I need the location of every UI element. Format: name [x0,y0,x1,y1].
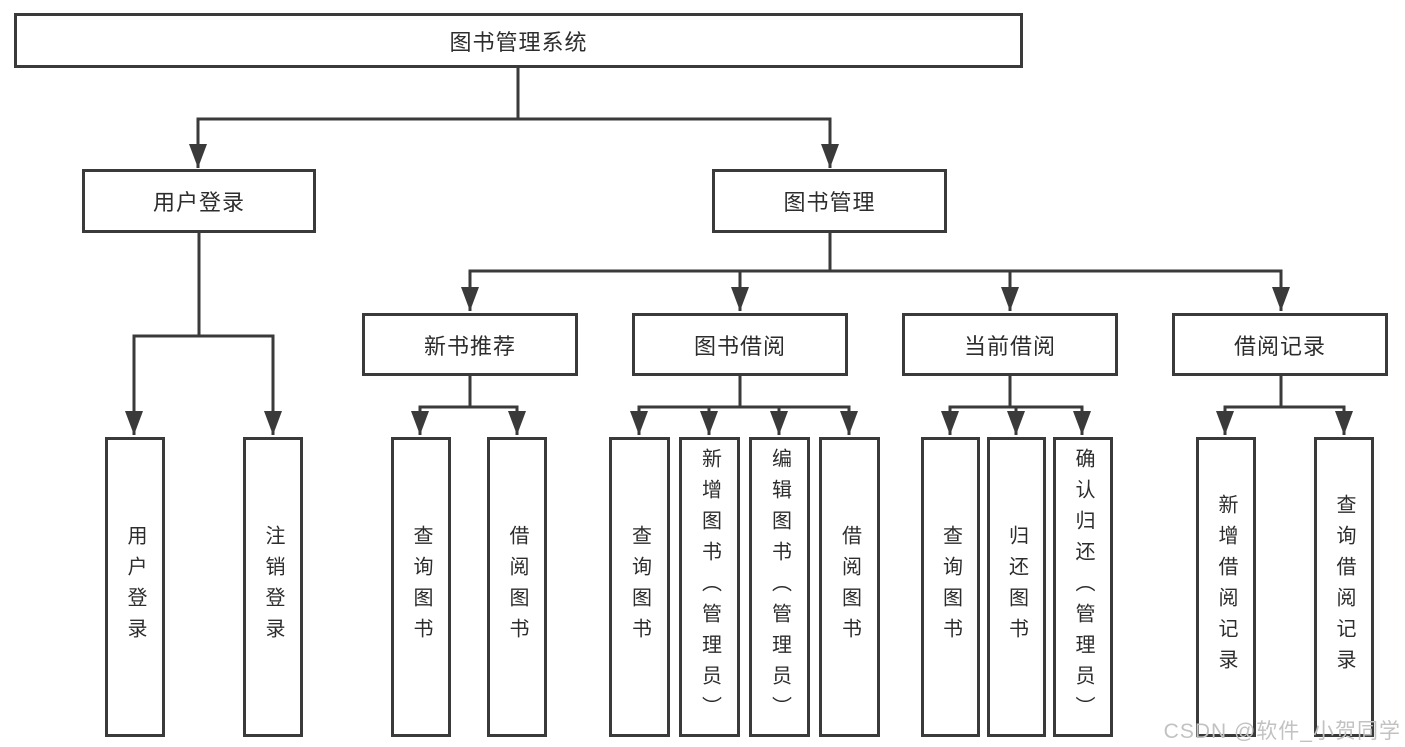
node-new-book-recommend: 新书推荐 [362,313,578,376]
node-borrowing-records: 借阅记录 [1172,313,1388,376]
node-user-login: 用户登录 [82,169,316,233]
leaf-query-borrow-record: 查询借阅记录 [1314,437,1374,737]
leaf-add-borrow-record-label: 新增借阅记录 [1215,494,1237,680]
node-library-system-root: 图书管理系统 [14,13,1023,68]
leaf-borrow-books-borrowing: 借阅图书 [819,437,880,737]
leaf-borrow-books-borrowing-label: 借阅图书 [838,525,861,649]
leaf-add-book-admin-label: 新增图书（管理员） [698,447,721,727]
leaf-add-borrow-record: 新增借阅记录 [1196,437,1256,737]
leaf-add-book-admin: 新增图书（管理员） [679,437,740,737]
leaf-query-books-recommend-label: 查询图书 [410,525,432,649]
node-book-borrowing: 图书借阅 [632,313,848,376]
leaf-return-books-label: 归还图书 [1005,525,1028,649]
node-book-management: 图书管理 [712,169,947,233]
leaf-logout: 注销登录 [243,437,303,737]
leaf-query-borrow-record-label: 查询借阅记录 [1333,494,1355,680]
leaf-logout-label: 注销登录 [262,525,284,649]
tree-arrow-drops [125,119,1353,435]
leaf-borrow-books-recommend-label: 借阅图书 [506,525,528,649]
leaf-borrow-books-recommend: 借阅图书 [487,437,547,737]
leaf-user-login: 用户登录 [105,437,165,737]
leaf-query-books-borrowing-label: 查询图书 [628,525,651,649]
leaf-edit-book-admin: 编辑图书（管理员） [749,437,810,737]
leaf-query-books-recommend: 查询图书 [391,437,451,737]
leaf-return-books: 归还图书 [987,437,1046,737]
leaf-confirm-return-admin-label: 确认归还（管理员） [1072,447,1094,727]
leaf-query-books-current-label: 查询图书 [939,525,962,649]
leaf-confirm-return-admin: 确认归还（管理员） [1053,437,1113,737]
node-current-borrowing: 当前借阅 [902,313,1118,376]
leaf-query-books-borrowing: 查询图书 [609,437,670,737]
leaf-query-books-current: 查询图书 [921,437,980,737]
leaf-user-login-label: 用户登录 [124,525,146,649]
leaf-edit-book-admin-label: 编辑图书（管理员） [768,447,791,727]
watermark: CSDN @软件_小贺同学 [1163,720,1401,743]
